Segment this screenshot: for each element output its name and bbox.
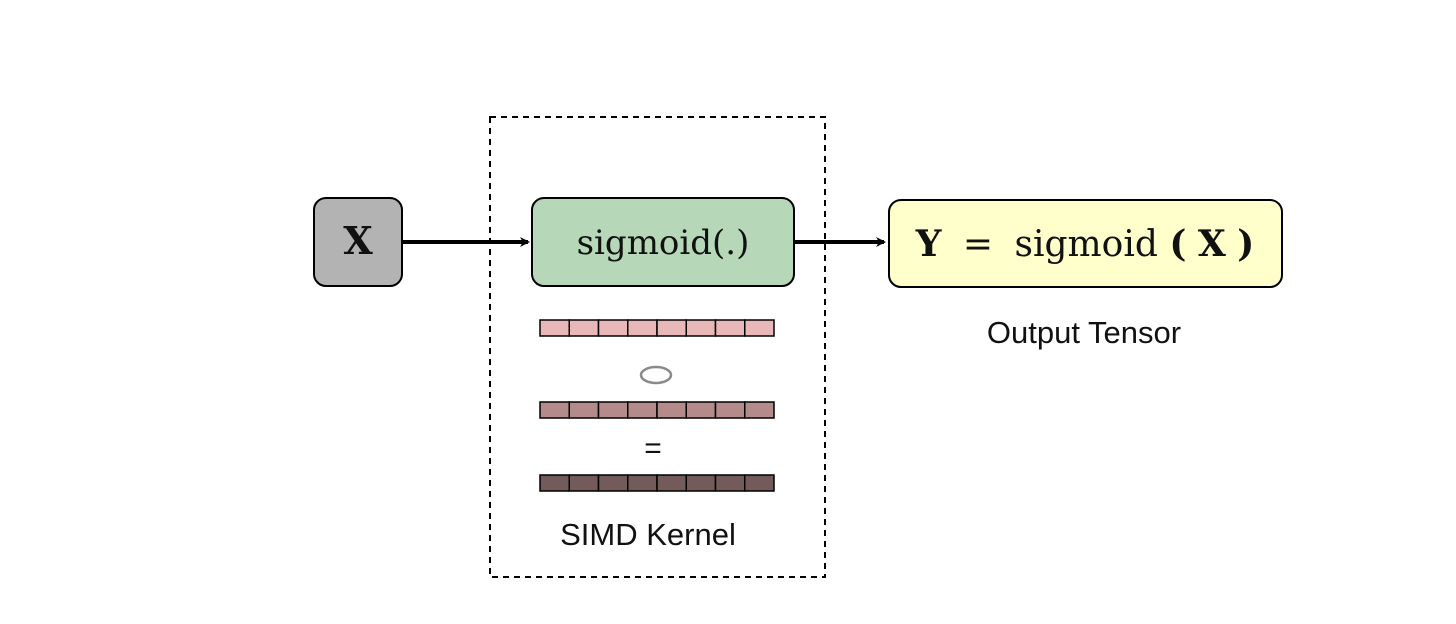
output-equals: = [963,224,993,265]
vector-cell [627,474,658,492]
vector-cell [656,319,687,337]
vector-cell [744,474,775,492]
elementwise-operator-icon [639,365,673,385]
simd-kernel-caption: SIMD Kernel [560,517,736,552]
simd-kernel-container [489,116,826,578]
vector-cell [539,474,570,492]
sigmoid-node: sigmoid(.) [531,197,795,287]
output-node: Y = sigmoid ( X ) [888,199,1283,288]
vector-operand-a [539,319,775,337]
vector-cell [597,474,629,492]
sigmoid-node-label: sigmoid(.) [577,223,750,263]
vector-cell [685,319,717,337]
output-close-paren: ) [1237,223,1254,265]
vector-cell [568,401,600,419]
vector-cell [685,401,717,419]
vector-cell [656,401,687,419]
vector-cell [568,319,600,337]
vector-cell [714,474,746,492]
vector-cell [685,474,717,492]
vector-cell [714,319,746,337]
vector-cell [744,319,775,337]
output-node-formula: Y = sigmoid ( X ) [915,223,1255,265]
vector-cell [656,474,687,492]
vector-result [539,474,775,492]
output-tensor-caption: Output Tensor [987,315,1181,350]
output-arg: X [1198,223,1226,265]
vector-cell [627,319,658,337]
kernel-equals-sign: = [644,432,662,465]
vector-cell [539,319,570,337]
vector-cell [597,319,629,337]
output-open-paren: ( [1169,223,1186,265]
vector-cell [539,401,570,419]
input-node: X [313,197,403,287]
vector-cell [597,401,629,419]
vector-cell [714,401,746,419]
vector-cell [568,474,600,492]
output-node-box [888,199,1283,288]
vector-operand-b [539,401,775,419]
vector-cell [744,401,775,419]
vector-cell [627,401,658,419]
input-node-label: X [343,218,373,263]
output-fn: sigmoid [1014,224,1157,265]
output-lhs: Y [915,223,943,265]
